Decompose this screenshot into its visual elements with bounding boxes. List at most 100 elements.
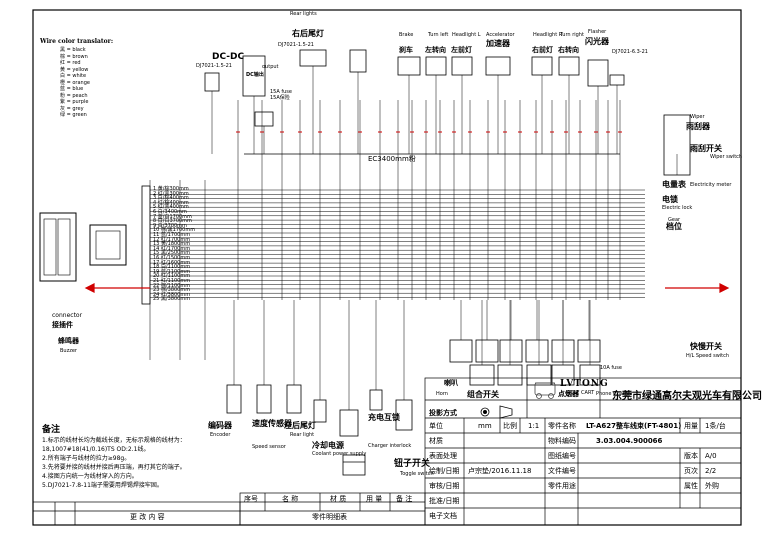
wire-label: 24 红/3800mm bbox=[153, 291, 191, 298]
accel-en: Accelerator bbox=[486, 32, 515, 38]
speed-sensor-cn: 速度传感器 bbox=[252, 419, 292, 428]
part-name-label: 零件名称 bbox=[548, 422, 576, 430]
legend-item: 粉 = peach bbox=[60, 92, 88, 99]
legend-item: 蓝 = blue bbox=[60, 86, 84, 92]
wire-label: 21 红/1100mm bbox=[153, 278, 191, 284]
drawing-no-label: 图纸编号 bbox=[548, 452, 576, 460]
encoder-en: Encoder bbox=[210, 432, 231, 438]
unit-label: 单位 bbox=[429, 422, 443, 430]
remark-label: 备 注 bbox=[396, 495, 413, 503]
use-value: 1条/台 bbox=[705, 422, 726, 430]
note-line: 2.所有端子与线材的拉力≥98g。 bbox=[42, 455, 131, 462]
wire-label: 1 黄/棕300mm bbox=[153, 186, 189, 192]
elec-meter-cn: 电量表 bbox=[662, 180, 686, 189]
headlight-r-en: Headlight R bbox=[533, 32, 563, 38]
speed-switch-cn: 快慢开关 bbox=[690, 342, 722, 351]
main-controller-connector bbox=[39, 185, 151, 305]
mat-label: 材 质 bbox=[330, 495, 347, 503]
approve-label: 批准/日期 bbox=[429, 497, 460, 505]
speed-switch-en: H/L Speed switch bbox=[686, 353, 730, 359]
top-connector-row bbox=[204, 49, 691, 437]
charger-cn: 充电互锁 bbox=[368, 413, 400, 422]
buzzer-en: Buzzer bbox=[60, 348, 77, 354]
flasher-cn: 闪光器 bbox=[585, 37, 609, 46]
rear-part-label: DJ7021-1.5-21 bbox=[278, 42, 314, 48]
wire-label: 15 黑/2500mm bbox=[153, 250, 191, 257]
fuse10-en: 10A fuse bbox=[600, 365, 622, 371]
rear-left-cn: 左后尾灯 bbox=[284, 421, 316, 430]
turn-right-cn: 右转向 bbox=[558, 46, 579, 54]
wire-label: 11 蓝/1700mm bbox=[153, 232, 191, 238]
scale-label: 比例 bbox=[503, 422, 517, 430]
logo-sub: GOLF CART bbox=[566, 390, 595, 396]
rear-left-en: Rear light bbox=[290, 432, 315, 438]
flasher-en: Flasher bbox=[588, 29, 607, 35]
part-use-label: 零件用途 bbox=[548, 482, 576, 490]
buzzer-cn: 蜂鸣器 bbox=[58, 337, 79, 345]
wire-label: 4 红/棕400mm bbox=[153, 199, 189, 206]
wire-label: 20 红/1100mm bbox=[153, 273, 191, 280]
title-block-grid bbox=[32, 377, 742, 526]
drawer-value: 卢宗垫/2016.11.18 bbox=[468, 467, 532, 475]
category-label: 属性 bbox=[684, 482, 698, 490]
version-value: A/0 bbox=[705, 452, 717, 460]
legend-item: 黄 = yellow bbox=[60, 66, 89, 73]
wire-label: 16 红/1500mm bbox=[153, 255, 191, 261]
phone-en: Phone Charger bbox=[596, 391, 634, 397]
legend-item: 绿 = green bbox=[60, 112, 87, 118]
wire-label: 14 红/1700mm bbox=[153, 245, 191, 252]
wire-harness-grid bbox=[149, 100, 645, 360]
wire-label: 3 白/棕400mm bbox=[153, 195, 189, 202]
note-line: 5.DJ7021-7.8-11端子需要用焊锡焊接牢固。 bbox=[42, 482, 163, 489]
logo-text: LVTONG bbox=[560, 379, 609, 389]
toggle-en: Toggle switch bbox=[400, 471, 434, 477]
wire-label: 8 白/白3700mm bbox=[153, 218, 192, 225]
connector-cn: 接插件 bbox=[52, 321, 73, 329]
legend-item: 紫 = purple bbox=[60, 99, 89, 105]
rear-lights-cn: 右后尾灯 bbox=[292, 29, 324, 38]
gear-en: Gear bbox=[668, 217, 681, 223]
note-line: 1.标示的线材长均为截线长度，无标示规格的线材为： bbox=[42, 437, 186, 444]
wire-label: 9 白/3700mm bbox=[153, 222, 187, 229]
material-no-value: 3.03.004.900066 bbox=[596, 437, 663, 445]
part-name-value: LT-A627整车线束(FT-4801) bbox=[586, 422, 682, 430]
use-label: 用量 bbox=[684, 422, 698, 430]
wire-label: 5 红/黑400mm bbox=[153, 204, 189, 211]
wire-label: 2 红/黑300mm bbox=[153, 190, 189, 197]
bus-label: EC3400mm粉 bbox=[368, 155, 416, 163]
elec-lock-cn: 电锁 bbox=[662, 195, 678, 204]
dc-out-label: DC输出 bbox=[246, 72, 264, 78]
unit-value: mm bbox=[478, 422, 492, 430]
elec-lock-en: Electric lock bbox=[662, 205, 693, 211]
wire-label: 18 白/1100mm bbox=[153, 264, 191, 271]
note-line: 3.先将要并接的线材并接后再压端，再打其它的端子。 bbox=[42, 464, 186, 471]
turn-left-cn: 左转向 bbox=[425, 46, 446, 54]
legend-item: 白 = white bbox=[60, 73, 87, 79]
wire-label: 25 黑/3800mm bbox=[153, 296, 191, 303]
wire-label: 22 棕/1100mm bbox=[153, 282, 191, 289]
wire-label: 19 蓝/1100mm bbox=[153, 268, 191, 275]
notes-title: 备注 bbox=[42, 425, 61, 435]
version-label: 版本 bbox=[684, 452, 698, 460]
seq-label: 序号 bbox=[244, 495, 258, 503]
output-label: output bbox=[262, 64, 279, 70]
flasher-part: DJ7021-6.3-21 bbox=[612, 49, 648, 55]
red-arrows bbox=[84, 283, 730, 293]
horn-en: Horn bbox=[436, 391, 448, 397]
gear-cn: 档位 bbox=[666, 222, 682, 231]
parts-detail-label: 零件明细表 bbox=[312, 513, 347, 521]
legend-item: 红 = red bbox=[60, 60, 81, 66]
page-label: 页次 bbox=[684, 467, 698, 475]
drawer-label: 绘制/日期 bbox=[429, 467, 460, 475]
review-label: 审核/日期 bbox=[429, 482, 460, 490]
category-value: 外购 bbox=[705, 482, 719, 490]
rear-lights-en: Rear lights bbox=[290, 11, 317, 17]
note-line: 18,1007#18(41/0.16)TS OD:2.1线。 bbox=[42, 446, 150, 453]
elec-meter-en: Electricity meter bbox=[690, 182, 732, 188]
page-value: 2/2 bbox=[705, 467, 717, 475]
wire-label: 6 白/3400mm bbox=[153, 209, 187, 215]
legend-item: 棕 = brown bbox=[60, 53, 88, 60]
legend-item: 黑 = black bbox=[60, 47, 86, 53]
connector-en: connector bbox=[52, 312, 83, 319]
accel-cn: 加速器 bbox=[486, 39, 510, 48]
